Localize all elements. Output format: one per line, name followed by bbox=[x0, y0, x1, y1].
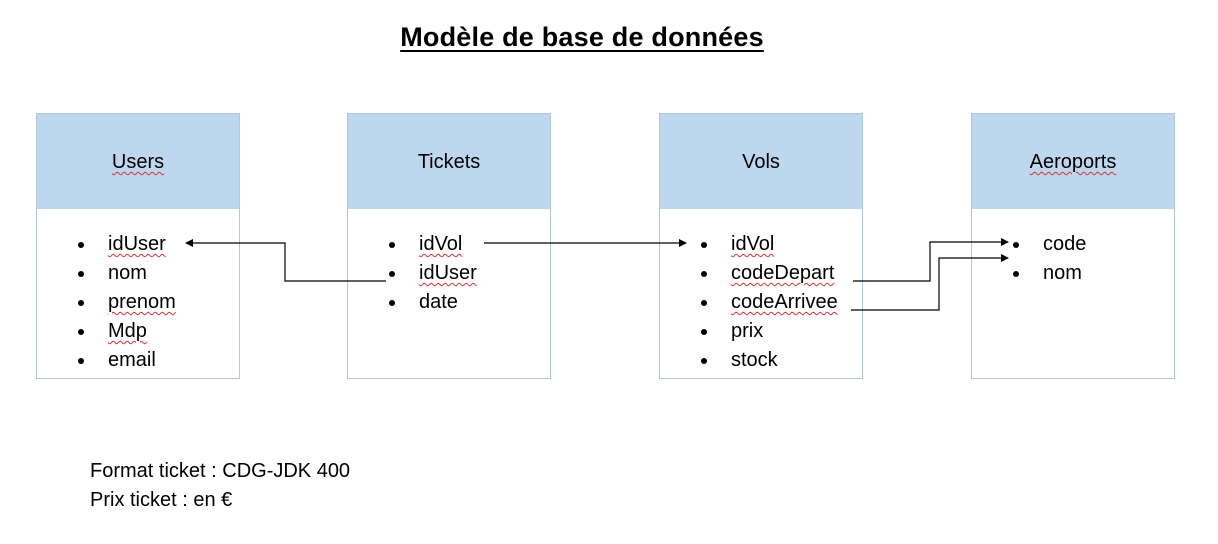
field-vols-idvol: idVol bbox=[731, 233, 775, 255]
field-list-aeroports: code nom bbox=[1012, 230, 1086, 288]
entity-title-tickets: Tickets bbox=[417, 151, 481, 173]
entity-title-aeroports: Aeroports bbox=[1029, 151, 1117, 173]
field-users-iduser: idUser bbox=[108, 233, 166, 255]
entity-header-vols: Vols bbox=[660, 114, 862, 209]
entity-tickets: Tickets idVol idUser date bbox=[347, 113, 551, 379]
field-tickets-iduser: idUser bbox=[419, 262, 477, 284]
field-list-users: idUser nom prenom Mdp email bbox=[77, 230, 176, 375]
field-item: nom bbox=[77, 259, 176, 288]
notes: Format ticket : CDG-JDK 400 Prix ticket … bbox=[90, 457, 350, 515]
field-users-nom: nom bbox=[108, 262, 147, 284]
field-vols-codedepart: codeDepart bbox=[731, 262, 835, 284]
entity-header-tickets: Tickets bbox=[348, 114, 550, 209]
field-item: code bbox=[1012, 230, 1086, 259]
field-item: date bbox=[388, 288, 477, 317]
field-item: prenom bbox=[77, 288, 176, 317]
field-item: codeDepart bbox=[700, 259, 838, 288]
field-tickets-idvol: idVol bbox=[419, 233, 463, 255]
field-item: codeArrivee bbox=[700, 288, 838, 317]
note-ticket-price: Prix ticket : en € bbox=[90, 489, 233, 511]
field-item: idUser bbox=[388, 259, 477, 288]
entity-aeroports: Aeroports code nom bbox=[971, 113, 1175, 379]
note-ticket-format: Format ticket : CDG-JDK 400 bbox=[90, 460, 351, 482]
entity-users: Users idUser nom prenom Mdp email bbox=[36, 113, 240, 379]
entity-title-users: Users bbox=[111, 151, 165, 173]
field-users-email: email bbox=[108, 349, 156, 371]
field-aeroports-nom: nom bbox=[1043, 262, 1082, 284]
entity-header-aeroports: Aeroports bbox=[972, 114, 1174, 209]
entity-vols: Vols idVol codeDepart codeArrivee prix s… bbox=[659, 113, 863, 379]
field-vols-stock: stock bbox=[731, 349, 778, 371]
diagram-title: Modèle de base de données bbox=[400, 22, 764, 52]
field-item: prix bbox=[700, 317, 838, 346]
field-item: email bbox=[77, 346, 176, 375]
field-item: nom bbox=[1012, 259, 1086, 288]
field-item: stock bbox=[700, 346, 838, 375]
field-vols-prix: prix bbox=[731, 320, 764, 342]
field-item: idVol bbox=[388, 230, 477, 259]
field-item: idUser bbox=[77, 230, 176, 259]
field-vols-codearrivee: codeArrivee bbox=[731, 291, 838, 313]
field-list-vols: idVol codeDepart codeArrivee prix stock bbox=[700, 230, 838, 375]
field-item: Mdp bbox=[77, 317, 176, 346]
field-tickets-date: date bbox=[419, 291, 458, 313]
field-list-tickets: idVol idUser date bbox=[388, 230, 477, 317]
field-aeroports-code: code bbox=[1043, 233, 1087, 255]
field-users-mdp: Mdp bbox=[108, 320, 147, 342]
field-item: idVol bbox=[700, 230, 838, 259]
entity-header-users: Users bbox=[37, 114, 239, 209]
field-users-prenom: prenom bbox=[108, 291, 176, 313]
entity-title-vols: Vols bbox=[742, 151, 780, 173]
